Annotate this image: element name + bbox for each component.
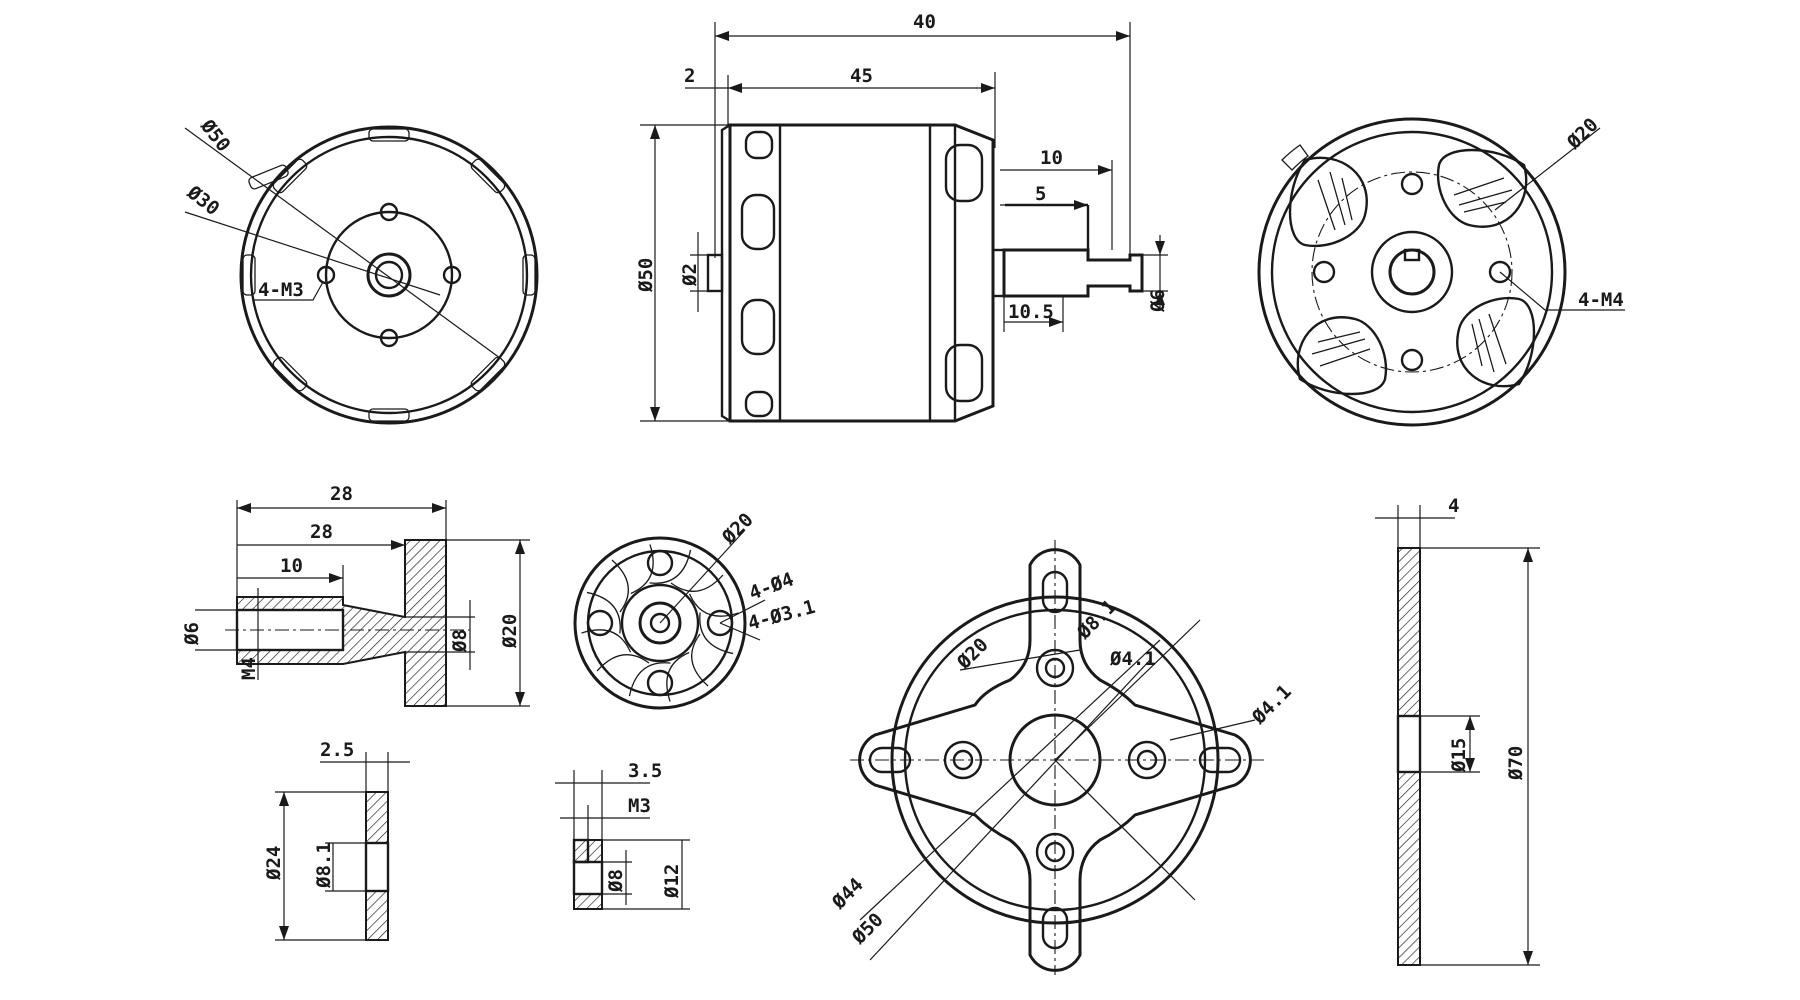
mount-dia-e: Ø50 xyxy=(847,909,888,950)
adapter-hub-dia: Ø8 xyxy=(449,629,471,653)
adapter-flange-dia: Ø20 xyxy=(499,614,521,649)
nut-outer: Ø12 xyxy=(661,864,683,899)
mount-bolt-circle: Ø20 xyxy=(952,634,993,675)
nut-inner: Ø8 xyxy=(605,869,627,893)
plate-inner: Ø15 xyxy=(1448,738,1470,773)
rear-petal-pattern xyxy=(1281,144,1536,396)
adapter-len-outer: 28 xyxy=(330,483,353,505)
nut-section: 3.5 M3 Ø8 Ø12 xyxy=(555,760,690,910)
side-body-dia: Ø50 xyxy=(635,258,657,293)
adapter-bore-depth: 10 xyxy=(280,555,303,577)
side-shaft-step: 5 xyxy=(1035,183,1046,205)
adapter-bore-dia: Ø6 xyxy=(181,622,203,646)
front-dia-bolt: Ø30 xyxy=(182,181,223,220)
mount-dia-d: Ø44 xyxy=(827,874,868,915)
adapter-len-inner: 28 xyxy=(310,521,333,543)
x-mount-view: Ø8.1 Ø4.1 Ø4.1 Ø20 Ø44 Ø50 xyxy=(827,540,1296,975)
plate-outer: Ø70 xyxy=(1505,746,1527,781)
nut-height: 3.5 xyxy=(628,760,662,782)
side-shaft-length: 10 xyxy=(1040,147,1063,169)
washer-thickness: 2.5 xyxy=(320,739,354,761)
prop-hub-holes-a: 4-Ø4 xyxy=(746,568,797,604)
side-flange-length: 10.5 xyxy=(1008,301,1054,323)
plate-section: 4 Ø15 Ø70 xyxy=(1375,495,1540,966)
prop-hub-view: Ø20 4-Ø4 4-Ø3.1 xyxy=(573,509,818,710)
washer-section: 2.5 Ø24 Ø8.1 xyxy=(263,739,410,941)
nut-thread: M3 xyxy=(628,795,651,817)
mount-dia-b: Ø4.1 xyxy=(1109,648,1156,670)
side-shaft-dia: Ø6 xyxy=(1147,289,1169,313)
side-gap: 2 xyxy=(684,65,695,87)
side-overall-length: 40 xyxy=(913,11,936,33)
side-view: 40 45 2 10 5 Ø6 Ø50 Ø2 xyxy=(635,11,1169,423)
front-view: Ø50 Ø30 4-M3 xyxy=(182,115,539,425)
washer-inner: Ø8.1 xyxy=(313,842,335,889)
prop-hub-dia: Ø20 xyxy=(717,509,758,550)
magnet-ring xyxy=(242,128,536,422)
adapter-section: 28 28 10 Ø6 M4 Ø8 Ø20 xyxy=(181,483,530,707)
mount-dia-c: Ø4.1 xyxy=(1247,681,1296,730)
front-holes: 4-M3 xyxy=(258,279,304,301)
adapter-thread: M4 xyxy=(238,657,260,680)
prop-hub-fins xyxy=(581,544,739,702)
washer-outer: Ø24 xyxy=(263,846,285,881)
rear-holes: 4-M4 xyxy=(1578,289,1624,311)
plate-thickness: 4 xyxy=(1448,495,1459,517)
front-dia-outer: Ø50 xyxy=(195,115,234,156)
side-spigot-dia: Ø2 xyxy=(679,263,701,287)
rear-view: Ø20 4-M4 xyxy=(1257,114,1625,427)
rear-bolt-circle: Ø20 xyxy=(1562,114,1603,155)
side-body-length: 45 xyxy=(850,65,873,87)
